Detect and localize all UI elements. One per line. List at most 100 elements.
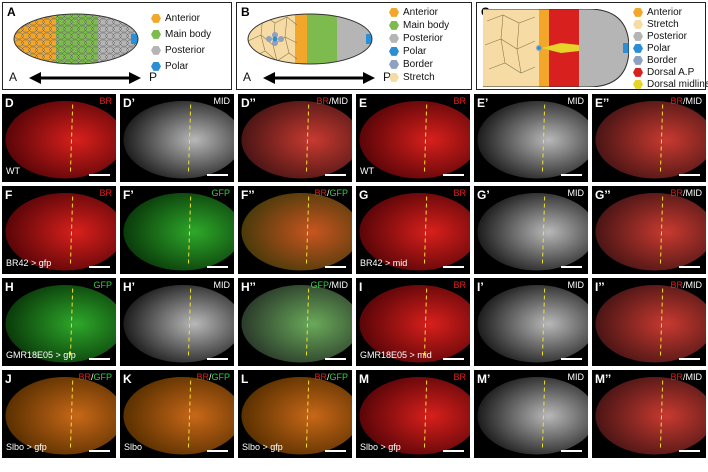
legend-item: Dorsal midline — [633, 79, 708, 90]
micrograph-panel-h1: H’ MID — [120, 278, 234, 366]
genotype-label: GMR18E05 > mid — [360, 350, 432, 360]
egg-chamber-image — [123, 285, 234, 363]
egg-chamber-image — [123, 377, 234, 455]
micrograph-panel-e2: E’’BR/MID — [592, 94, 706, 182]
legend-item: Main body — [151, 29, 211, 40]
channel-1: BR — [453, 188, 466, 198]
legend-label: Polar — [403, 46, 427, 57]
panel-label: G’’ — [595, 188, 611, 202]
axis-label-b-left: A — [243, 70, 252, 84]
genotype-label: Slbo > gfp — [360, 442, 401, 452]
legend-label: Posterior — [647, 31, 688, 42]
channel-1: BR — [99, 188, 112, 198]
genotype-label: Slbo > gfp — [6, 442, 47, 452]
panel-label: I — [359, 280, 363, 294]
legend-item: Stretch — [389, 72, 449, 83]
channel-1: BR — [453, 372, 466, 382]
panel-label: H’’ — [241, 280, 256, 294]
egg-chamber-image — [241, 285, 352, 363]
genotype-label: BR42 > gfp — [6, 258, 52, 268]
egg-chamber-image — [5, 285, 116, 363]
micrograph-panel-f2: F’’BR/GFP — [238, 186, 352, 274]
axis-label-a-right: P — [149, 70, 158, 84]
channel-separator: / — [682, 188, 686, 198]
legend-item: Polar — [633, 43, 708, 54]
legend-label: Posterior — [403, 33, 444, 44]
micrograph-panel-m: M BR Slbo > gfp — [356, 370, 470, 458]
scale-bar — [561, 266, 582, 268]
egg-chamber-diagram-b — [247, 13, 373, 65]
legend-label: Anterior — [403, 7, 439, 18]
scale-bar — [89, 174, 110, 176]
legend-item: Polar — [389, 46, 449, 57]
channel-separator: / — [328, 96, 332, 106]
channel-label: BR — [453, 189, 466, 198]
panel-label: G’ — [477, 188, 490, 202]
hex-swatch-icon — [633, 31, 643, 41]
channel-1: BR — [314, 372, 327, 382]
scale-bar — [207, 450, 228, 452]
panel-label: K — [123, 372, 132, 386]
scale-bar — [679, 450, 700, 452]
panel-label: E — [359, 96, 368, 110]
legend-item: Polar — [151, 61, 211, 72]
legend-item: Anterior — [633, 7, 708, 18]
panel-label: H’ — [123, 280, 135, 294]
panel-label: L — [241, 372, 249, 386]
egg-chamber-diagram-a — [13, 13, 139, 65]
panel-label: F’ — [123, 188, 134, 202]
panel-label: H — [5, 280, 14, 294]
channel-separator: / — [326, 372, 330, 382]
channel-label: GFP — [93, 281, 112, 290]
micrograph-panel-g2: G’’BR/MID — [592, 186, 706, 274]
hex-swatch-icon — [151, 61, 161, 71]
scale-bar — [561, 358, 582, 360]
legend-label: Dorsal A.P — [647, 67, 695, 78]
legend-label: Border — [403, 59, 434, 70]
channel-2: GFP — [211, 372, 230, 382]
hex-swatch-icon — [389, 72, 399, 82]
panel-label: D — [5, 96, 14, 110]
channel-1: BR — [314, 188, 327, 198]
scale-bar — [443, 358, 464, 360]
channel-1: BR — [453, 280, 466, 290]
scale-bar — [207, 266, 228, 268]
channel-label: GFP/MID — [310, 281, 348, 290]
scale-bar — [325, 450, 346, 452]
channel-label: BR — [453, 281, 466, 290]
legend-label: Dorsal midline — [647, 79, 708, 90]
channel-separator: / — [682, 280, 686, 290]
channel-1: BR — [670, 372, 683, 382]
scale-bar — [207, 174, 228, 176]
panel-label: I’’ — [595, 280, 605, 294]
channel-2: MID — [567, 372, 585, 382]
hex-swatch-icon — [151, 45, 161, 55]
legend-item: Dorsal A.P — [633, 67, 708, 78]
panel-label: M — [359, 372, 369, 386]
legend-b: Anterior Main body Posterior Polar Borde… — [389, 7, 449, 85]
panel-label: D’ — [123, 96, 135, 110]
channel-label: MID — [214, 281, 231, 290]
scale-bar — [679, 266, 700, 268]
scale-bar — [561, 450, 582, 452]
channel-2: MID — [567, 96, 585, 106]
micrograph-panel-d2: D’’BR/MID — [238, 94, 352, 182]
channel-label: BR/GFP — [314, 189, 348, 198]
hex-swatch-icon — [389, 7, 399, 17]
legend-label: Stretch — [403, 72, 435, 83]
scale-bar — [679, 358, 700, 360]
scale-bar — [207, 358, 228, 360]
hex-swatch-icon — [151, 13, 161, 23]
panel-label: M’ — [477, 372, 491, 386]
legend-label: Stretch — [647, 19, 679, 30]
channel-2: MID — [567, 188, 585, 198]
channel-1: BR — [670, 188, 683, 198]
panel-label: D’’ — [241, 96, 256, 110]
legend-item: Anterior — [151, 13, 211, 24]
legend-label: Polar — [165, 61, 189, 72]
micrograph-panel-m2: M’’BR/MID — [592, 370, 706, 458]
egg-chamber-image — [241, 377, 352, 455]
